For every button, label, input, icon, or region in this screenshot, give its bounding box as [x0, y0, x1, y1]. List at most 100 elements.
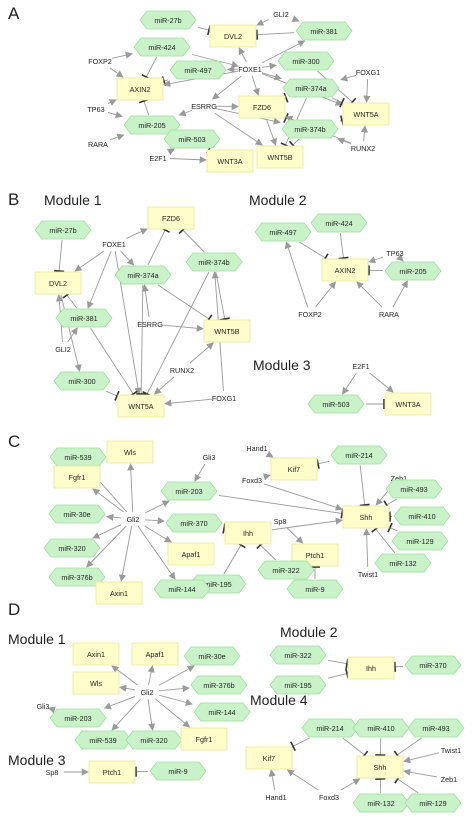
- panel-label-c: C: [8, 432, 20, 452]
- node-gli3: Gli3: [37, 702, 50, 711]
- activation-edge: [145, 520, 164, 521]
- node-label: DVL2: [224, 32, 242, 41]
- node-label: Fgfr1: [196, 735, 213, 744]
- activation-edge: [179, 110, 192, 115]
- activation-edge: [159, 695, 192, 704]
- node-label: Kif7: [263, 754, 275, 763]
- node-gli2: Gli2: [127, 515, 140, 524]
- node-mir-320: miR-320: [126, 731, 182, 749]
- activation-edge: [343, 373, 357, 394]
- node-label: Hand1: [265, 793, 286, 802]
- node-mir-381: miR-381: [296, 22, 352, 40]
- node-label: miR-205: [399, 267, 426, 276]
- activation-edge: [370, 373, 394, 392]
- node-label: miR-424: [325, 219, 352, 228]
- activation-edge: [159, 688, 189, 691]
- node-apaf1: Apaf1: [132, 643, 178, 665]
- node-label: miR-493: [422, 724, 449, 733]
- node-ptch1: Ptch1: [89, 761, 135, 783]
- node-label: Ihh: [366, 664, 376, 673]
- activation-edge: [357, 282, 382, 307]
- activation-edge: [159, 666, 194, 685]
- activation-edge: [75, 251, 104, 271]
- activation-edge: [145, 501, 169, 513]
- node-label: Twist1: [358, 570, 378, 579]
- node-tp63: TP63: [386, 249, 403, 258]
- activation-edge: [155, 377, 174, 394]
- node-esrrg: ESRRG: [137, 320, 163, 329]
- node-mir-300: miR-300: [278, 52, 334, 70]
- node-foxd3: Foxd3: [319, 793, 339, 802]
- node-runx2: RUNX2: [170, 366, 194, 375]
- node-label: FOXG1: [212, 394, 236, 403]
- node-label: miR-374a: [295, 84, 326, 93]
- activation-edge: [264, 484, 342, 509]
- inhibition-edge: [198, 25, 210, 35]
- node-label: miR-27b: [49, 226, 76, 235]
- node-label: RARA: [88, 140, 108, 149]
- node-ihh: Ihh: [348, 657, 394, 679]
- inhibition-edge: [369, 265, 383, 275]
- node-label: miR-381: [310, 27, 337, 36]
- activation-edge: [338, 139, 351, 144]
- node-dvl2: DVL2: [210, 25, 256, 47]
- node-fgfr1: Fgfr1: [54, 466, 100, 488]
- activation-edge: [165, 399, 212, 404]
- node-label: Axin1: [87, 650, 105, 659]
- node-label: miR-503: [178, 135, 205, 144]
- inhibition-edge: [142, 57, 157, 79]
- activation-edge: [162, 325, 203, 329]
- node-label: miR-376b: [203, 681, 234, 690]
- node-label: TP63: [386, 249, 403, 258]
- node-label: Shh: [360, 513, 373, 522]
- node-shh: Shh: [357, 756, 403, 778]
- node-sp8: Sp8: [274, 517, 287, 526]
- node-label: FOXP2: [88, 57, 112, 66]
- activation-edge: [257, 20, 269, 26]
- inhibition-edge: [375, 738, 385, 755]
- node-label: WNT3A: [395, 400, 420, 409]
- activation-edge: [404, 771, 437, 777]
- node-mir-370: miR-370: [166, 514, 222, 532]
- module-title-d2: Module 2: [280, 624, 338, 640]
- node-label: FOXP2: [298, 310, 322, 319]
- node-rara: RARA: [88, 140, 108, 149]
- node-dvl2: DVL2: [35, 272, 81, 294]
- node-foxe1: FOXE1: [102, 240, 126, 249]
- node-esrrg: ESRRG: [191, 102, 217, 111]
- node-mir-203: miR-203: [50, 709, 106, 727]
- node-kif7: Kif7: [271, 458, 317, 480]
- node-label: miR-132: [367, 799, 394, 808]
- node-wnt5b: WNT5B: [204, 320, 250, 342]
- node-mir-539: miR-539: [75, 731, 131, 749]
- inhibition-edge: [148, 228, 170, 265]
- module-title-d4: Module 4: [250, 692, 308, 708]
- node-label: E2F1: [149, 154, 166, 163]
- node-gli2: GLI2: [55, 345, 71, 354]
- node-mir-410: miR-410: [394, 507, 450, 525]
- module-title-d1: Module 1: [8, 631, 66, 647]
- node-label: miR-144: [208, 708, 235, 717]
- node-label: miR-214: [345, 451, 372, 460]
- node-mir-300: miR-300: [54, 372, 110, 390]
- activation-edge: [402, 260, 403, 261]
- panel-label-d: D: [8, 600, 20, 620]
- node-mir-370: miR-370: [405, 656, 461, 674]
- activation-edge: [144, 285, 149, 317]
- activation-edge: [190, 343, 213, 363]
- node-fzd6: FZD6: [148, 207, 194, 229]
- node-label: miR-410: [408, 512, 435, 521]
- activation-edge: [61, 295, 80, 371]
- node-label: RUNX2: [351, 144, 375, 153]
- node-mir-27b: miR-27b: [35, 221, 91, 239]
- activation-edge: [110, 68, 123, 77]
- node-mir-503: miR-503: [308, 395, 364, 413]
- activation-edge: [262, 65, 276, 67]
- node-foxg1: FOXG1: [212, 394, 236, 403]
- node-label: Sp8: [46, 768, 59, 777]
- activation-edge: [112, 54, 132, 59]
- node-label: FOXG1: [356, 68, 380, 77]
- node-label: miR-9: [168, 767, 187, 776]
- node-mir-424: miR-424: [311, 214, 367, 232]
